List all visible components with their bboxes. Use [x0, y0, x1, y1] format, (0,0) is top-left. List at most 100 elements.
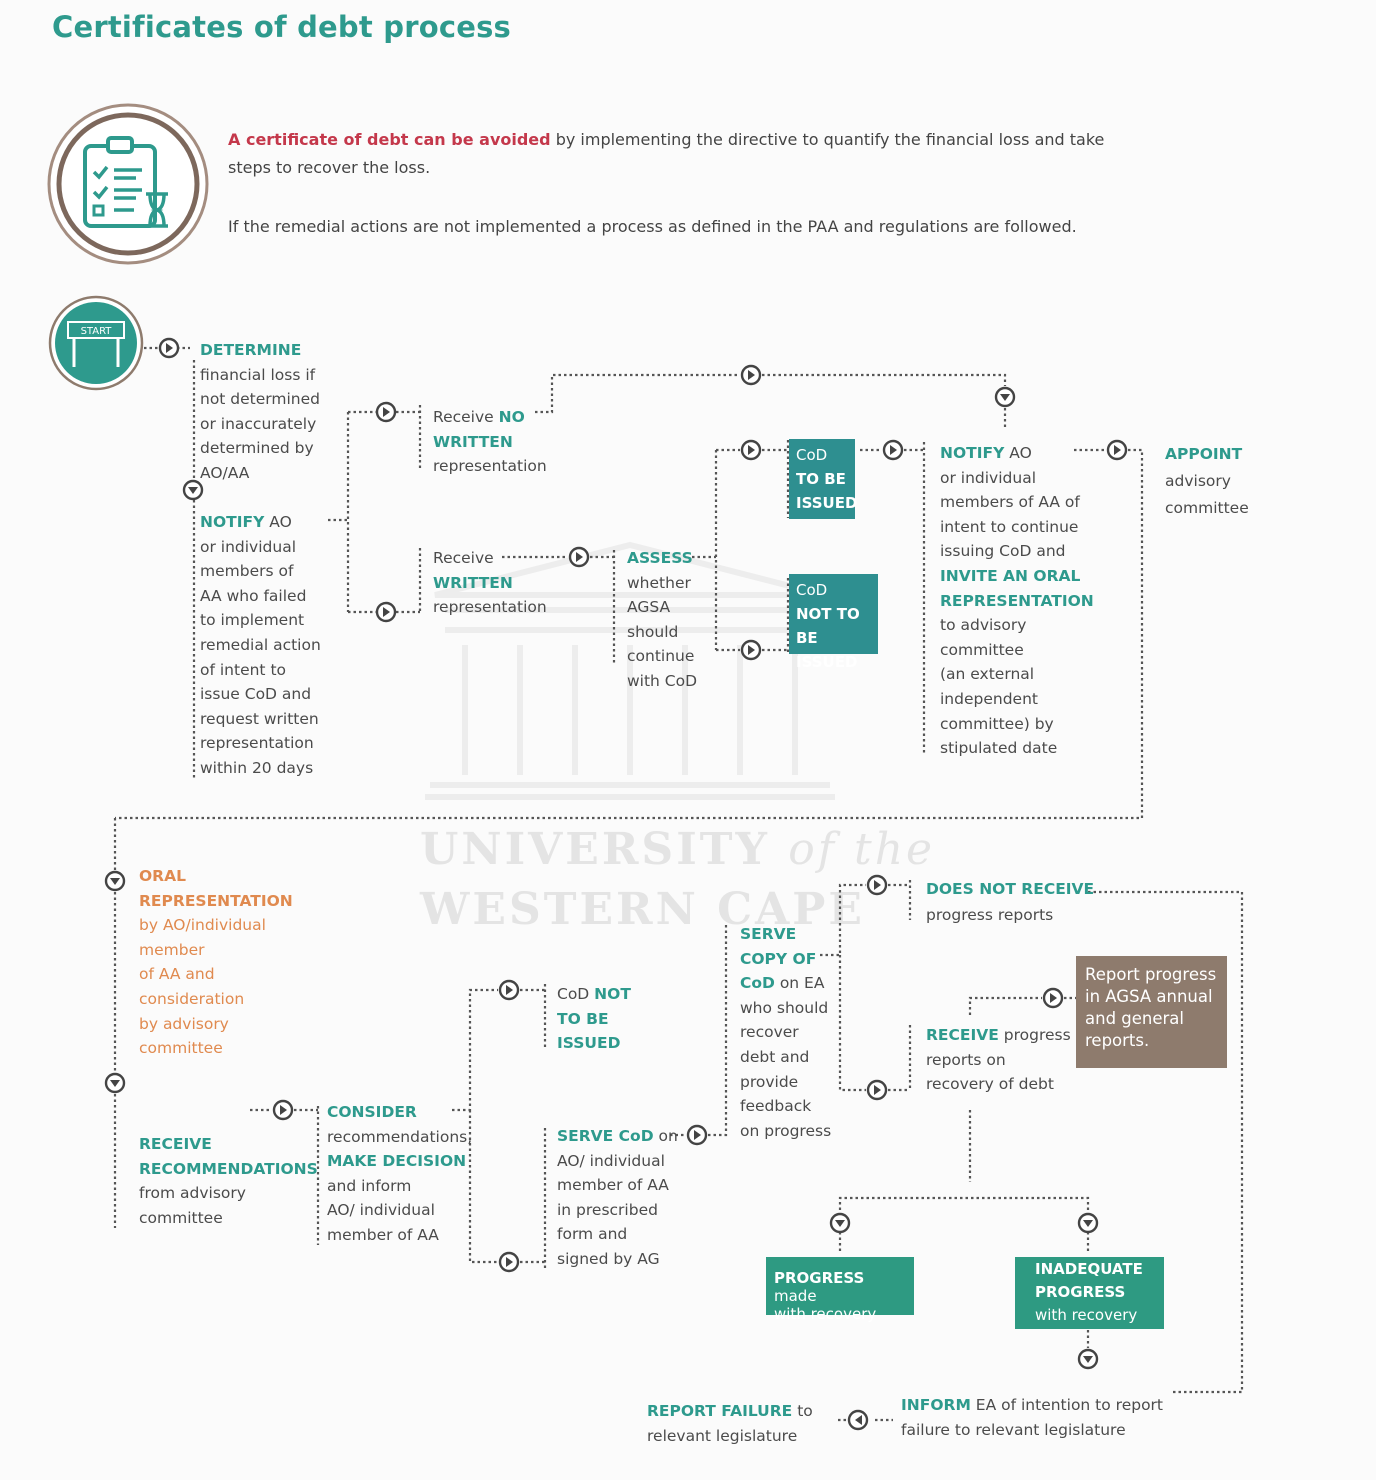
cod-not-issued-l1: CoD	[796, 581, 828, 599]
cod-not2-key3: ISSUED	[557, 1034, 621, 1053]
step-written-representation: Receive WRITTEN representation	[433, 546, 547, 620]
inadequate-l3: with recovery	[1035, 1306, 1138, 1324]
receive-prog-line: recovery of debt	[926, 1075, 1054, 1094]
serve-copy-line: on progress	[740, 1121, 832, 1140]
inadequate-k1: INADEQUATE	[1035, 1260, 1143, 1278]
serve-copy-line: who should	[740, 998, 829, 1017]
assess-line: AGSA	[627, 598, 671, 617]
step-consider: CONSIDER recommendations, MAKE DECISION …	[327, 1100, 472, 1248]
serve-copy-key3: CoD	[740, 974, 775, 993]
report-box-line: and general	[1085, 1009, 1184, 1028]
consider-key: CONSIDER	[327, 1103, 417, 1121]
notify2-rest: AO	[1004, 444, 1032, 462]
receive-rec-line: committee	[139, 1208, 223, 1227]
cod-not-issued-l3: BE ISSUED	[796, 629, 858, 671]
notify1-rest: AO	[264, 513, 292, 531]
no-written-pre: Receive	[433, 408, 499, 426]
no-written-key: NO	[498, 408, 525, 426]
notify1-line: issue CoD and	[200, 685, 312, 704]
assess-line: with CoD	[627, 671, 698, 690]
serve-copy-key1: SERVE	[740, 925, 797, 943]
step-serve-cod: SERVE CoD on AO/ individual member of AA…	[557, 1124, 678, 1272]
notify2-line: issuing CoD and	[940, 542, 1066, 561]
notify2-line: intent to continue	[940, 517, 1079, 536]
progress-made-rest: made	[774, 1287, 817, 1305]
report-failure-key: REPORT FAILURE	[647, 1402, 793, 1420]
progress-made-l2: with recovery	[774, 1305, 877, 1323]
consider-l1: recommendations,	[327, 1127, 473, 1146]
step-receive-progress: RECEIVE progress reports on recovery of …	[926, 1023, 1071, 1097]
notify2-key: NOTIFY	[940, 444, 1005, 462]
written-key: WRITTEN	[433, 573, 513, 592]
notify1-line: to implement	[200, 611, 305, 630]
receive-prog-key: RECEIVE	[926, 1026, 999, 1044]
consider-line: and inform	[327, 1176, 412, 1195]
start-gate-icon: START	[48, 295, 144, 391]
receive-rec-key1: RECEIVE	[139, 1135, 212, 1153]
serve-cod-line: form and	[557, 1225, 628, 1244]
step-notify-oral-representation: NOTIFY AO or individual members of AA of…	[940, 441, 1094, 761]
intro-line-1-rest: by implementing the directive to quantif…	[550, 130, 1105, 149]
notify2-line: members of AA of	[940, 493, 1080, 512]
oral-key1: ORAL	[139, 867, 186, 885]
notify2-line: stipulated date	[940, 739, 1058, 758]
appoint-line: committee	[1165, 499, 1249, 517]
watermark-line-2: WESTERN CAPE	[420, 884, 865, 935]
determine-key: DETERMINE	[200, 341, 302, 359]
notify1-line: AA who failed	[200, 586, 307, 605]
intro-line-3: If the remedial actions are not implemen…	[228, 217, 1077, 236]
step-assess: ASSESS whether AGSA should continue with…	[627, 546, 697, 694]
notify2-line: committee	[940, 640, 1024, 659]
serve-copy-rest: on EA	[774, 974, 825, 993]
oral-line: of AA and	[139, 965, 215, 984]
intro-line-2: steps to recover the loss.	[228, 158, 431, 177]
report-failure-rest: to	[792, 1402, 813, 1420]
serve-copy-line: provide	[740, 1072, 799, 1091]
step-notify-intent: NOTIFY AO or individual members of AA wh…	[200, 510, 321, 781]
assess-line: continue	[627, 647, 695, 666]
notify1-line: or individual	[200, 537, 297, 556]
inadequate-k2: PROGRESS	[1035, 1283, 1126, 1301]
watermark-line-1-italic: of the	[788, 824, 936, 875]
oral-line: committee	[139, 1039, 223, 1058]
notify2-line: committee) by	[940, 714, 1054, 733]
oral-line: member	[139, 940, 205, 959]
serve-cod-line: signed by AG	[557, 1249, 660, 1268]
cod-not2-key2: TO BE	[557, 1009, 609, 1028]
written-last: representation	[433, 598, 547, 617]
watermark-line-1: UNIVERSITY	[420, 824, 770, 875]
cod-issued-l3: ISSUED	[796, 494, 858, 512]
serve-cod-line: in prescribed	[557, 1200, 658, 1219]
receive-rec-line: from advisory	[139, 1184, 246, 1203]
oral-line: consideration	[139, 989, 245, 1008]
determine-line: determined by	[200, 439, 314, 458]
inform-rest: EA of intention to report	[970, 1396, 1164, 1414]
receive-rec-key2: RECOMMENDATIONS	[139, 1159, 318, 1178]
no-written-last: representation	[433, 457, 547, 476]
notify2-key2: INVITE AN ORAL	[940, 566, 1081, 585]
receive-prog-line: reports on	[926, 1050, 1006, 1069]
oral-key2: REPRESENTATION	[139, 891, 293, 910]
serve-cod-key: SERVE CoD	[557, 1127, 654, 1145]
notify1-line: request written	[200, 709, 319, 728]
determine-line: AO/AA	[200, 463, 250, 482]
step-report-failure: REPORT FAILURE to relevant legislature	[647, 1399, 813, 1448]
oral-line: by advisory	[139, 1014, 229, 1033]
notify2-key3: REPRESENTATION	[940, 591, 1094, 610]
step-inform-ea: INFORM EA of intention to report failure…	[901, 1393, 1163, 1442]
notify1-key: NOTIFY	[200, 513, 265, 531]
report-failure-l2: relevant legislature	[647, 1426, 798, 1445]
consider-line: member of AA	[327, 1225, 439, 1244]
appoint-key: APPOINT	[1165, 445, 1243, 463]
checklist-icon	[47, 103, 209, 265]
report-box-line: reports.	[1085, 1031, 1150, 1050]
watermark-text: UNIVERSITY of the WESTERN CAPE	[420, 820, 935, 940]
step-no-written-representation: Receive NO WRITTEN representation	[433, 405, 547, 479]
serve-copy-line: feedback	[740, 1097, 812, 1116]
cod-not2-pre: CoD	[557, 985, 595, 1003]
page-title: Certificates of debt process	[52, 10, 512, 44]
box-cod-to-be-issued: CoD TO BE ISSUED	[789, 439, 858, 519]
no-written-key2: WRITTEN	[433, 432, 513, 451]
box-cod-not-to-be-issued: CoD NOT TO BE ISSUED	[789, 574, 878, 671]
inform-key: INFORM	[901, 1396, 971, 1414]
